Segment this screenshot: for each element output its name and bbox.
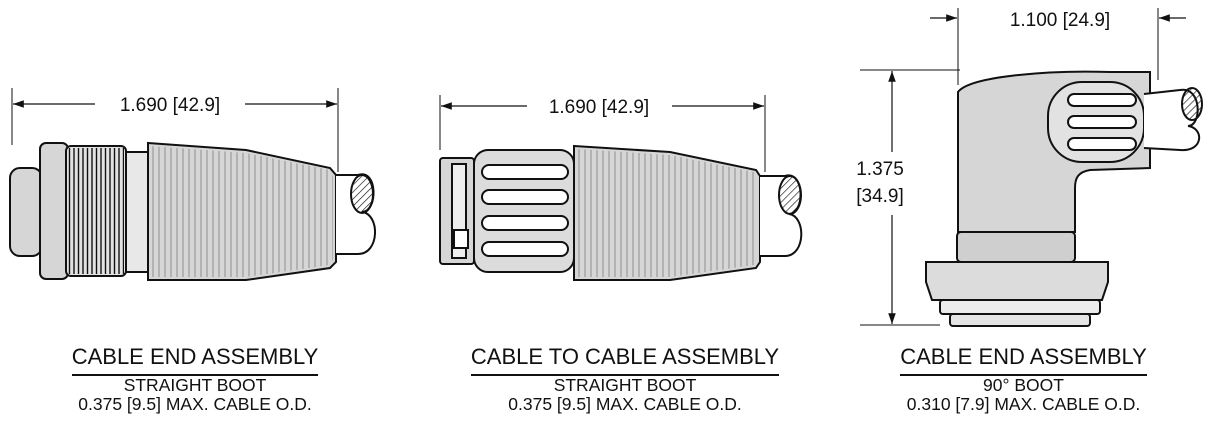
caption-cable-end-straight: CABLE END ASSEMBLY STRAIGHT BOOT 0.375 […: [0, 343, 390, 414]
caption-boot: 90° BOOT: [983, 375, 1064, 395]
nut-flute: [481, 241, 569, 257]
dimension-width-3: 1.100 [24.9]: [1010, 10, 1110, 31]
nut-flute: [481, 215, 569, 231]
caption-boot: STRAIGHT BOOT: [553, 375, 697, 395]
cap-flute: [1067, 93, 1137, 107]
cable-section: [1181, 87, 1203, 121]
caption-cable-od: 0.310 [7.9] MAX. CABLE O.D.: [906, 394, 1141, 414]
caption-cable-to-cable: CABLE TO CABLE ASSEMBLY STRAIGHT BOOT 0.…: [420, 343, 830, 414]
dimension-length-1: 1.690 [42.9]: [120, 95, 220, 116]
cap-flute: [1067, 137, 1137, 151]
elbow-neck: [956, 231, 1076, 263]
caption-cable-end-90: CABLE END ASSEMBLY 90° BOOT 0.310 [7.9] …: [840, 343, 1207, 414]
cable-section: [350, 174, 374, 214]
caption-title: CABLE TO CABLE ASSEMBLY: [470, 343, 780, 376]
caption-title: CABLE END ASSEMBLY: [71, 343, 319, 376]
collar: [125, 151, 149, 273]
caption-title: CABLE END ASSEMBLY: [900, 343, 1147, 376]
dimension-length-2: 1.690 [42.9]: [549, 97, 649, 118]
caption-cable-od: 0.375 [9.5] MAX. CABLE O.D.: [508, 394, 742, 414]
connector-face: [949, 313, 1091, 327]
nut-flute: [481, 164, 569, 180]
cable-end-assembly-90-drawing: [860, 8, 1203, 327]
connector-nose: [9, 167, 43, 257]
dimension-height-3-value: 1.375: [856, 159, 904, 180]
coupling-skirt: [925, 261, 1109, 301]
connector-flange: [39, 142, 69, 280]
coupling-base: [939, 299, 1101, 315]
receptacle-key: [453, 229, 469, 249]
cable-section: [778, 175, 802, 215]
caption-boot: STRAIGHT BOOT: [123, 375, 267, 395]
caption-cable-od: 0.375 [9.5] MAX. CABLE O.D.: [78, 394, 312, 414]
coupling-nut-knurl: [68, 148, 124, 274]
dimension-height-3-metric: [34.9]: [856, 186, 904, 207]
cap-flute: [1067, 115, 1137, 129]
cable-end-assembly-straight-drawing: [9, 88, 376, 281]
cable-to-cable-assembly-drawing: [439, 95, 803, 281]
boot-ribs: [578, 149, 757, 277]
nut-flute: [481, 189, 569, 205]
boot-ribs: [150, 146, 333, 277]
